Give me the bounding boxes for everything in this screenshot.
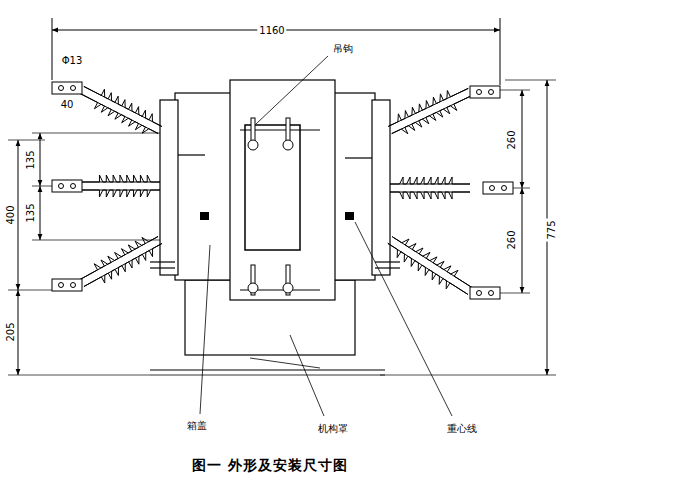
- lifting-hooks: [240, 118, 320, 295]
- terminal-hole: [490, 186, 495, 191]
- dimension-value: 40: [59, 99, 76, 110]
- part-name: 机构罩: [316, 423, 350, 434]
- terminal-plate: [52, 279, 82, 291]
- part-name: 重心线: [445, 423, 479, 434]
- hole-diameter: Φ13: [60, 55, 85, 66]
- insulator-sheds: [82, 175, 160, 197]
- insulator-sheds: [80, 86, 162, 133]
- insulator-sheds: [388, 237, 472, 295]
- dimension-value: 205: [5, 320, 16, 343]
- insulator-sheds: [80, 236, 162, 286]
- terminal-hole: [71, 283, 76, 288]
- dimension-value: 400: [5, 203, 16, 226]
- dimension-value: 260: [506, 128, 517, 151]
- part-name: 箱盖: [185, 420, 209, 431]
- terminal-plate: [52, 180, 82, 192]
- gravity-marks: [200, 212, 354, 220]
- insulator-sheds: [390, 177, 470, 199]
- terminal-plate: [483, 182, 513, 194]
- dimension-value: 775: [546, 218, 557, 241]
- terminal-hole: [71, 86, 76, 91]
- terminal-hole: [71, 184, 76, 189]
- terminal-hole: [59, 86, 64, 91]
- terminal-plate: [470, 287, 500, 299]
- terminal-hole: [489, 90, 494, 95]
- terminal-hole: [477, 291, 482, 296]
- insulators: [52, 82, 513, 299]
- dimension-value: 260: [506, 228, 517, 251]
- insulator-sheds: [388, 88, 471, 133]
- figure-caption: 图一 外形及安装尺寸图: [190, 457, 350, 475]
- breaker-body: [150, 80, 400, 375]
- terminal-plate: [52, 82, 82, 94]
- terminal-hole: [59, 184, 64, 189]
- terminal-plate: [470, 86, 500, 98]
- dimension-value: 135: [25, 201, 36, 224]
- dimension-value: 135: [25, 148, 36, 171]
- leader-lines: [200, 56, 452, 416]
- dimension-lines: [8, 18, 556, 375]
- terminal-hole: [489, 291, 494, 296]
- terminal-hole: [477, 90, 482, 95]
- terminal-hole: [502, 186, 507, 191]
- dimension-value: 1160: [257, 25, 286, 36]
- terminal-hole: [59, 283, 64, 288]
- part-name: 吊钩: [331, 43, 355, 54]
